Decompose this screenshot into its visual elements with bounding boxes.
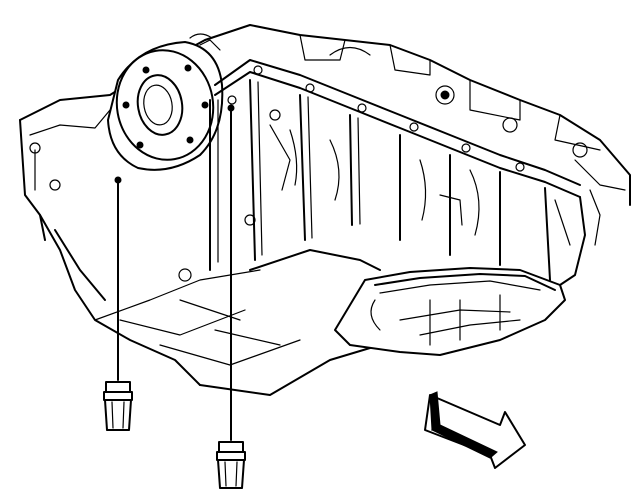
bolt-icon <box>216 441 246 489</box>
front-arrow-icon <box>424 391 526 469</box>
leader-lines <box>114 104 235 441</box>
bolt-icon <box>103 381 133 431</box>
rear-seal-flange <box>107 33 224 171</box>
